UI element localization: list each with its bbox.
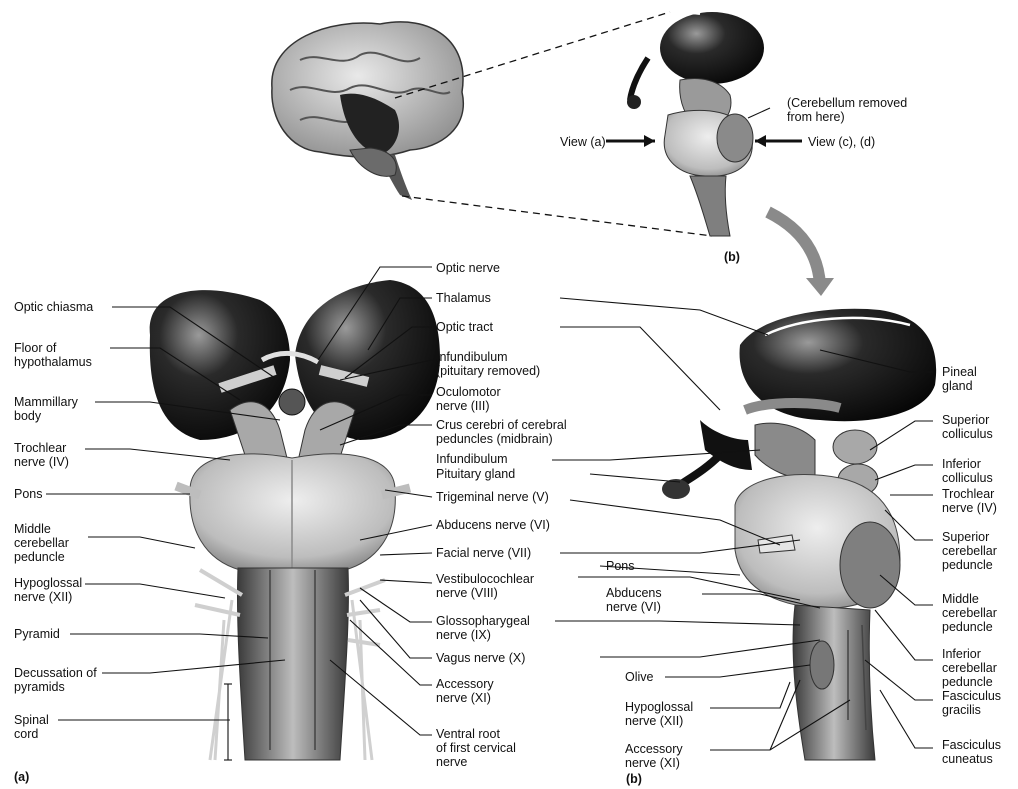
label-spinal-cord: Spinal cord: [14, 713, 49, 741]
label-middle-cerebellar-peduncle-left: Middle cerebellar peduncle: [14, 522, 69, 564]
label-vestibulocochlear-nerve: Vestibulocochlear nerve (VIII): [436, 572, 534, 600]
ventral-brainstem-illustration: [150, 280, 440, 760]
label-superior-colliculus: Superior colliculus: [942, 413, 993, 441]
leader-cerebellum-note: [748, 108, 770, 118]
label-middle-cerebellar-peduncle-right: Middle cerebellar peduncle: [942, 592, 997, 634]
lateral-brainstem-illustration: [662, 309, 936, 760]
label-abducens-nerve-a: Abducens nerve (VI): [436, 518, 550, 532]
label-pituitary-gland: Pituitary gland: [436, 467, 515, 481]
label-abducens-nerve-b: Abducens nerve (VI): [606, 586, 662, 614]
whole-brain-illustration: [272, 22, 463, 200]
panel-label-b-bottom: (b): [626, 772, 642, 786]
label-fasciculus-gracilis: Fasciculus gracilis: [942, 689, 1001, 717]
label-infundibulum: Infundibulum: [436, 452, 508, 466]
label-pineal-gland: Pineal gland: [942, 365, 977, 393]
label-hypoglossal-nerve-right: Hypoglossal nerve (XII): [625, 700, 693, 728]
small-brainstem-illustration: [627, 12, 764, 236]
curved-arrow: [768, 212, 820, 285]
label-trigeminal-nerve: Trigeminal nerve (V): [436, 490, 549, 504]
label-inferior-colliculus: Inferior colliculus: [942, 457, 993, 485]
label-optic-chiasma: Optic chiasma: [14, 300, 93, 314]
label-pons-left: Pons: [14, 487, 43, 501]
label-decussation-of-pyramids: Decussation of pyramids: [14, 666, 97, 694]
panel-label-b-top: (b): [724, 250, 740, 264]
label-superior-cerebellar-peduncle: Superior cerebellar peduncle: [942, 530, 997, 572]
label-oculomotor-nerve: Oculomotor nerve (III): [436, 385, 501, 413]
label-accessory-nerve-mid: Accessory nerve (XI): [436, 677, 494, 705]
label-ventral-root: Ventral root of first cervical nerve: [436, 727, 516, 769]
label-hypoglossal-nerve-left: Hypoglossal nerve (XII): [14, 576, 82, 604]
label-fasciculus-cuneatus: Fasciculus cuneatus: [942, 738, 1001, 766]
label-optic-nerve: Optic nerve: [436, 261, 500, 275]
label-optic-tract: Optic tract: [436, 320, 493, 334]
label-inferior-cerebellar-peduncle: Inferior cerebellar peduncle: [942, 647, 997, 689]
label-infundibulum-removed: Infundibulum (pituitary removed): [436, 350, 540, 378]
label-thalamus: Thalamus: [436, 291, 491, 305]
label-pons-right: Pons: [606, 559, 635, 573]
label-crus-cerebri: Crus cerebri of cerebral peduncles (midb…: [436, 418, 567, 446]
view-a-caption: View (a): [560, 135, 606, 149]
label-facial-nerve: Facial nerve (VII): [436, 546, 531, 560]
label-vagus-nerve: Vagus nerve (X): [436, 651, 525, 665]
zoom-line-bottom: [402, 196, 712, 236]
label-pyramid: Pyramid: [14, 627, 60, 641]
label-accessory-nerve-right: Accessory nerve (XI): [625, 742, 683, 770]
label-mammillary-body: Mammillary body: [14, 395, 78, 423]
label-trochlear-nerve-right: Trochlear nerve (IV): [942, 487, 997, 515]
panel-label-a: (a): [14, 770, 29, 784]
label-trochlear-nerve-left: Trochlear nerve (IV): [14, 441, 69, 469]
view-cd-caption: View (c), (d): [808, 135, 875, 149]
label-floor-hypothalamus: Floor of hypothalamus: [14, 341, 92, 369]
label-glossopharyngeal-nerve: Glossopharygeal nerve (IX): [436, 614, 530, 642]
cerebellum-note: (Cerebellum removed from here): [787, 96, 907, 124]
label-olive: Olive: [625, 670, 653, 684]
